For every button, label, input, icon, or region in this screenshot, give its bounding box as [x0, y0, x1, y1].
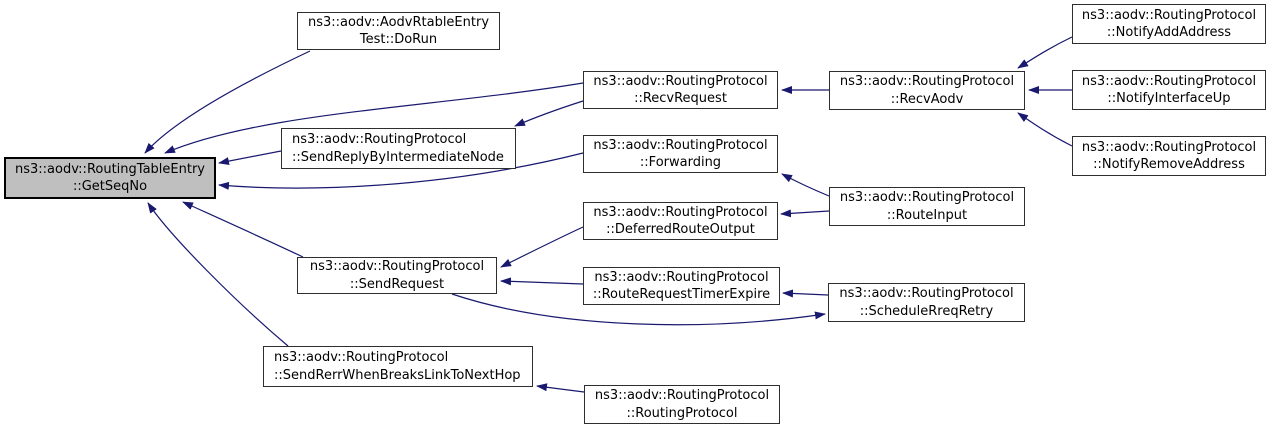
node-label: ns3::aodv::RoutingProtocol — [593, 204, 768, 220]
edge-notifyadd-recvaodv — [1017, 36, 1073, 69]
node-schedule[interactable]: ns3::aodv::RoutingProtocol ::ScheduleRre… — [828, 283, 1025, 322]
node-label: ::SendRerrWhenBreaksLinkToNextHop — [274, 367, 521, 383]
edge-ctor-sendrerr — [536, 383, 585, 393]
edge-sendrequest-getseqno — [182, 201, 304, 258]
node-sendrerr[interactable]: ns3::aodv::RoutingProtocol ::SendRerrWhe… — [263, 346, 533, 387]
node-recvrequest[interactable]: ns3::aodv::RoutingProtocol ::RecvRequest — [583, 71, 778, 109]
edge-deferred-sendrequest — [500, 226, 584, 268]
node-label: ns3::aodv::RoutingProtocol — [309, 259, 485, 274]
node-label: ns3::aodv::RoutingProtocol — [1081, 73, 1257, 89]
edge-sendreply-getseqno — [218, 150, 282, 165]
node-forwarding[interactable]: ns3::aodv::RoutingProtocol ::Forwarding — [583, 135, 778, 173]
node-label: ns3::aodv::RoutingProtocol — [593, 137, 768, 153]
node-label: ::GetSeqNo — [72, 179, 148, 194]
node-sendreply[interactable]: ns3::aodv::RoutingProtocol ::SendReplyBy… — [281, 128, 516, 169]
edge-sendrerr-getseqno — [147, 202, 289, 347]
node-label: ::NotifyRemoveAddress — [1093, 157, 1245, 172]
edge-recvrequest-sendreply — [514, 100, 584, 127]
node-label: ::NotifyAddAddress — [1106, 25, 1232, 40]
edge-rreqtimer-sendrequest — [500, 277, 584, 286]
node-label: ::Forwarding — [639, 155, 722, 170]
node-label: ns3::aodv::RoutingProtocol — [594, 388, 770, 403]
node-label: ns3::aodv::RoutingProtocol — [1081, 139, 1257, 155]
node-label: ::RecvAodv — [890, 91, 964, 107]
node-label: ns3::aodv::RoutingProtocol — [274, 350, 449, 365]
node-label: ::SendRequest — [349, 276, 445, 292]
node-dorun[interactable]: ns3::aodv::AodvRtableEntry Test::DoRun — [297, 12, 500, 50]
node-label: ns3::aodv::AodvRtableEntry — [307, 14, 490, 30]
node-routeinput[interactable]: ns3::aodv::RoutingProtocol ::RouteInput — [829, 187, 1025, 226]
node-label: ::NotifyInterfaceUp — [1107, 91, 1231, 106]
node-label: ns3::aodv::RoutingProtocol — [839, 74, 1015, 89]
node-label: ns3::aodv::RoutingProtocol — [594, 269, 769, 285]
node-ctor[interactable]: ns3::aodv::RoutingProtocol ::RoutingProt… — [584, 385, 780, 424]
node-notifyadd[interactable]: ns3::aodv::RoutingProtocol ::NotifyAddAd… — [1072, 4, 1266, 44]
node-label: ::RoutingProtocol — [626, 405, 738, 421]
node-label: ns3::aodv::RoutingProtocol — [839, 286, 1014, 301]
edge-recvrequest-getseqno — [164, 82, 584, 154]
node-notifyup[interactable]: ns3::aodv::RoutingProtocol ::NotifyInter… — [1072, 70, 1266, 110]
node-label: ::RouteRequestTimerExpire — [592, 287, 771, 302]
node-label: ns3::aodv::RoutingTableEntry — [14, 161, 205, 177]
node-notifyremove[interactable]: ns3::aodv::RoutingProtocol ::NotifyRemov… — [1072, 136, 1266, 176]
edge-notifyremove-recvaodv — [1017, 112, 1073, 147]
node-label: Test::DoRun — [359, 32, 438, 47]
node-recvaodv[interactable]: ns3::aodv::RoutingProtocol ::RecvAodv — [829, 71, 1025, 110]
edge-routeinput-forwarding — [781, 173, 830, 197]
node-getseqno[interactable]: ns3::aodv::RoutingTableEntry ::GetSeqNo — [4, 157, 216, 199]
node-label: ::DeferredRouteOutput — [606, 222, 755, 237]
node-label: ns3::aodv::RoutingProtocol — [593, 73, 768, 89]
node-label: ns3::aodv::RoutingProtocol — [1081, 7, 1257, 23]
edge-schedule-rreqtimer — [782, 289, 829, 298]
node-label: ::RouteInput — [886, 207, 968, 223]
edge-forwarding-getseqno — [218, 152, 584, 190]
edge-sendrequest-schedule — [451, 293, 826, 326]
node-label: ::RecvRequest — [634, 91, 727, 106]
edge-routeinput-deferred — [780, 209, 830, 218]
node-rreqtimer[interactable]: ns3::aodv::RoutingProtocol ::RouteReques… — [583, 267, 780, 305]
node-sendrequest[interactable]: ns3::aodv::RoutingProtocol ::SendRequest — [297, 257, 497, 294]
node-label: ns3::aodv::RoutingProtocol — [839, 190, 1015, 205]
node-label: ns3::aodv::RoutingProtocol — [292, 132, 467, 147]
node-deferred[interactable]: ns3::aodv::RoutingProtocol ::DeferredRou… — [583, 202, 778, 240]
edge-dorun-getseqno — [144, 50, 311, 154]
node-label: ::ScheduleRreqRetry — [859, 303, 994, 319]
node-label: ::SendReplyByIntermediateNode — [292, 149, 504, 165]
